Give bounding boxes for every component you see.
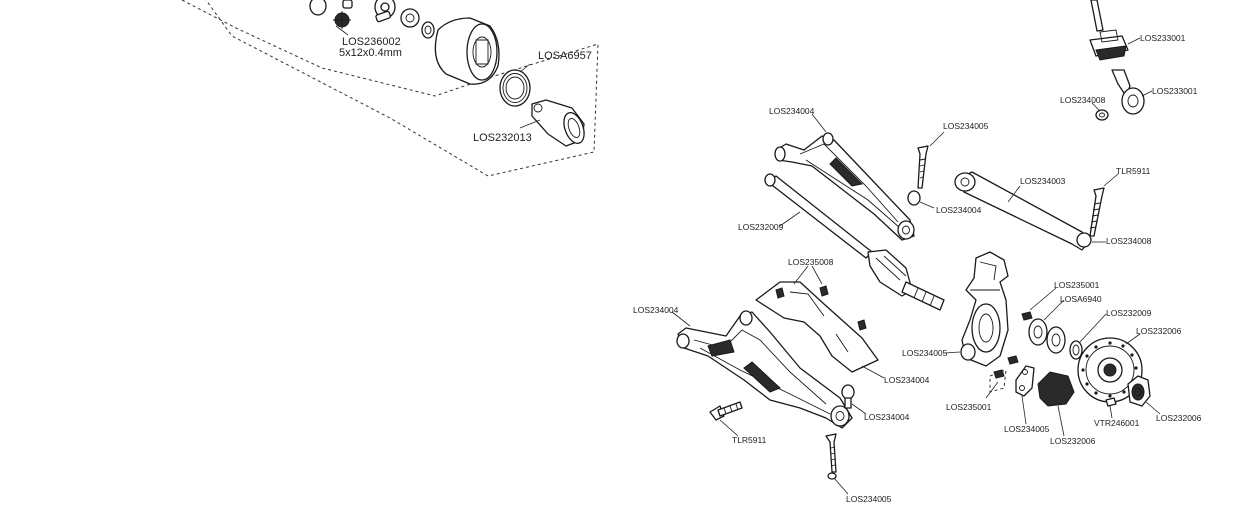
label-los234008-end: LOS234008 (1106, 236, 1152, 246)
label-los232006-rotor: LOS232006 (1136, 326, 1182, 336)
label-los235001-bottom: LOS235001 (946, 402, 992, 412)
caliper-bracket-part (1015, 365, 1035, 397)
label-los234004-ball: LOS234004 (864, 412, 910, 422)
skid-plate-assembly: LOS235008 LOS234004 (755, 257, 930, 385)
lower-ball-part (841, 384, 855, 400)
label-los236002: LOS236002 (342, 36, 401, 48)
bearing-set: LOSA6940 LOS232009 (1028, 294, 1152, 360)
label-los234004-pin: LOS234004 (936, 205, 982, 215)
upper-screw-assembly: LOS234005 LOS234004 (907, 121, 989, 215)
skid-plate-part (755, 281, 879, 373)
brake-rotor-assembly: LOS232006 (1077, 326, 1182, 403)
wheel-screw-part (1105, 397, 1117, 407)
label-los234003: LOS234003 (1020, 176, 1066, 186)
lower-left-screw-assembly: TLR5911 (709, 401, 767, 445)
small-screw-part (993, 311, 1033, 379)
diff-housing-part (434, 17, 500, 85)
label-los233001-top: LOS233001 (1140, 33, 1186, 43)
label-los234005-bottom: LOS234005 (846, 494, 892, 504)
lower-bottom-screw-assembly: LOS234005 (825, 433, 892, 504)
label-los235008: LOS235008 (788, 257, 834, 267)
upper-arm-part (775, 135, 915, 241)
long-screw-part (1089, 187, 1105, 237)
label-los234005-upper: LOS234005 (943, 121, 989, 131)
shock-shaft-part (1090, 0, 1104, 32)
differential-inset: LOS236002 5x12x0.4mm LOSA6957 LOS232013 (181, 0, 599, 177)
bearing-inner-part (1028, 318, 1048, 346)
upper-screw-part (917, 145, 929, 189)
upper-arm-assembly: LOS234004 (769, 106, 915, 241)
label-los234008-top: LOS234008 (1060, 95, 1106, 105)
label-losa6940: LOSA6940 (1060, 294, 1102, 304)
bearing-outer-part (1046, 326, 1066, 354)
label-los234005-bottom-mid: LOS234005 (1004, 424, 1050, 434)
label-los232006-nut: LOS232006 (1156, 413, 1202, 423)
label-los234004-lower: LOS234004 (633, 305, 679, 315)
label-tlr5911-bottom: TLR5911 (732, 435, 767, 445)
label-los232006-pad: LOS232006 (1050, 436, 1096, 446)
label-los234005-mid: LOS234005 (902, 348, 948, 358)
shock-end-assembly: LOS233001 LOS234008 LOS233001 (1060, 0, 1198, 121)
label-tlr5911-top: TLR5911 (1116, 166, 1151, 176)
lower-arm-part (677, 311, 853, 429)
shim-washer-part (400, 8, 435, 39)
label-los235001-top: LOS235001 (1054, 280, 1100, 290)
label-los234004-plate: LOS234004 (884, 375, 930, 385)
lower-ball-assembly: LOS234004 (841, 384, 910, 422)
label-spec-5x12: 5x12x0.4mm (339, 47, 402, 59)
brake-pad-assembly: LOS234005 LOS232006 VTR246001 LOS232006 (1004, 365, 1202, 446)
lower-bottom-screw-part (825, 433, 837, 473)
rod-end-part (1111, 69, 1145, 115)
label-los232009-axle: LOS232009 (738, 222, 784, 232)
label-los232013: LOS232013 (473, 132, 532, 144)
label-los232009-rotor: LOS232009 (1106, 308, 1152, 318)
label-losa6957: LOSA6957 (538, 50, 592, 62)
inset-dashed-outline (181, 0, 599, 177)
label-los233001-end: LOS233001 (1152, 86, 1198, 96)
skid-screw-part (775, 285, 867, 331)
lower-arm-assembly: LOS234004 (633, 305, 853, 429)
outdrive-cup-part (531, 99, 585, 147)
bearing-part (499, 69, 531, 107)
spacer-washer-part (1069, 340, 1083, 360)
ball-stud-part (1095, 109, 1109, 121)
turnbuckle-assembly: LOS234003 TLR5911 LOS234008 (954, 166, 1152, 251)
upper-ball-part (907, 190, 921, 206)
hex-nut-part (1127, 375, 1151, 407)
drive-axle-assembly: LOS232009 (738, 173, 945, 311)
label-vtr246001: VTR246001 (1094, 418, 1140, 428)
label-los234004-upper: LOS234004 (769, 106, 815, 116)
brake-pad-part (1037, 371, 1075, 407)
spider-gear-part (309, 0, 396, 29)
hub-carrier-assembly: LOS234005 LOS235001 LOS235001 (902, 251, 1100, 412)
